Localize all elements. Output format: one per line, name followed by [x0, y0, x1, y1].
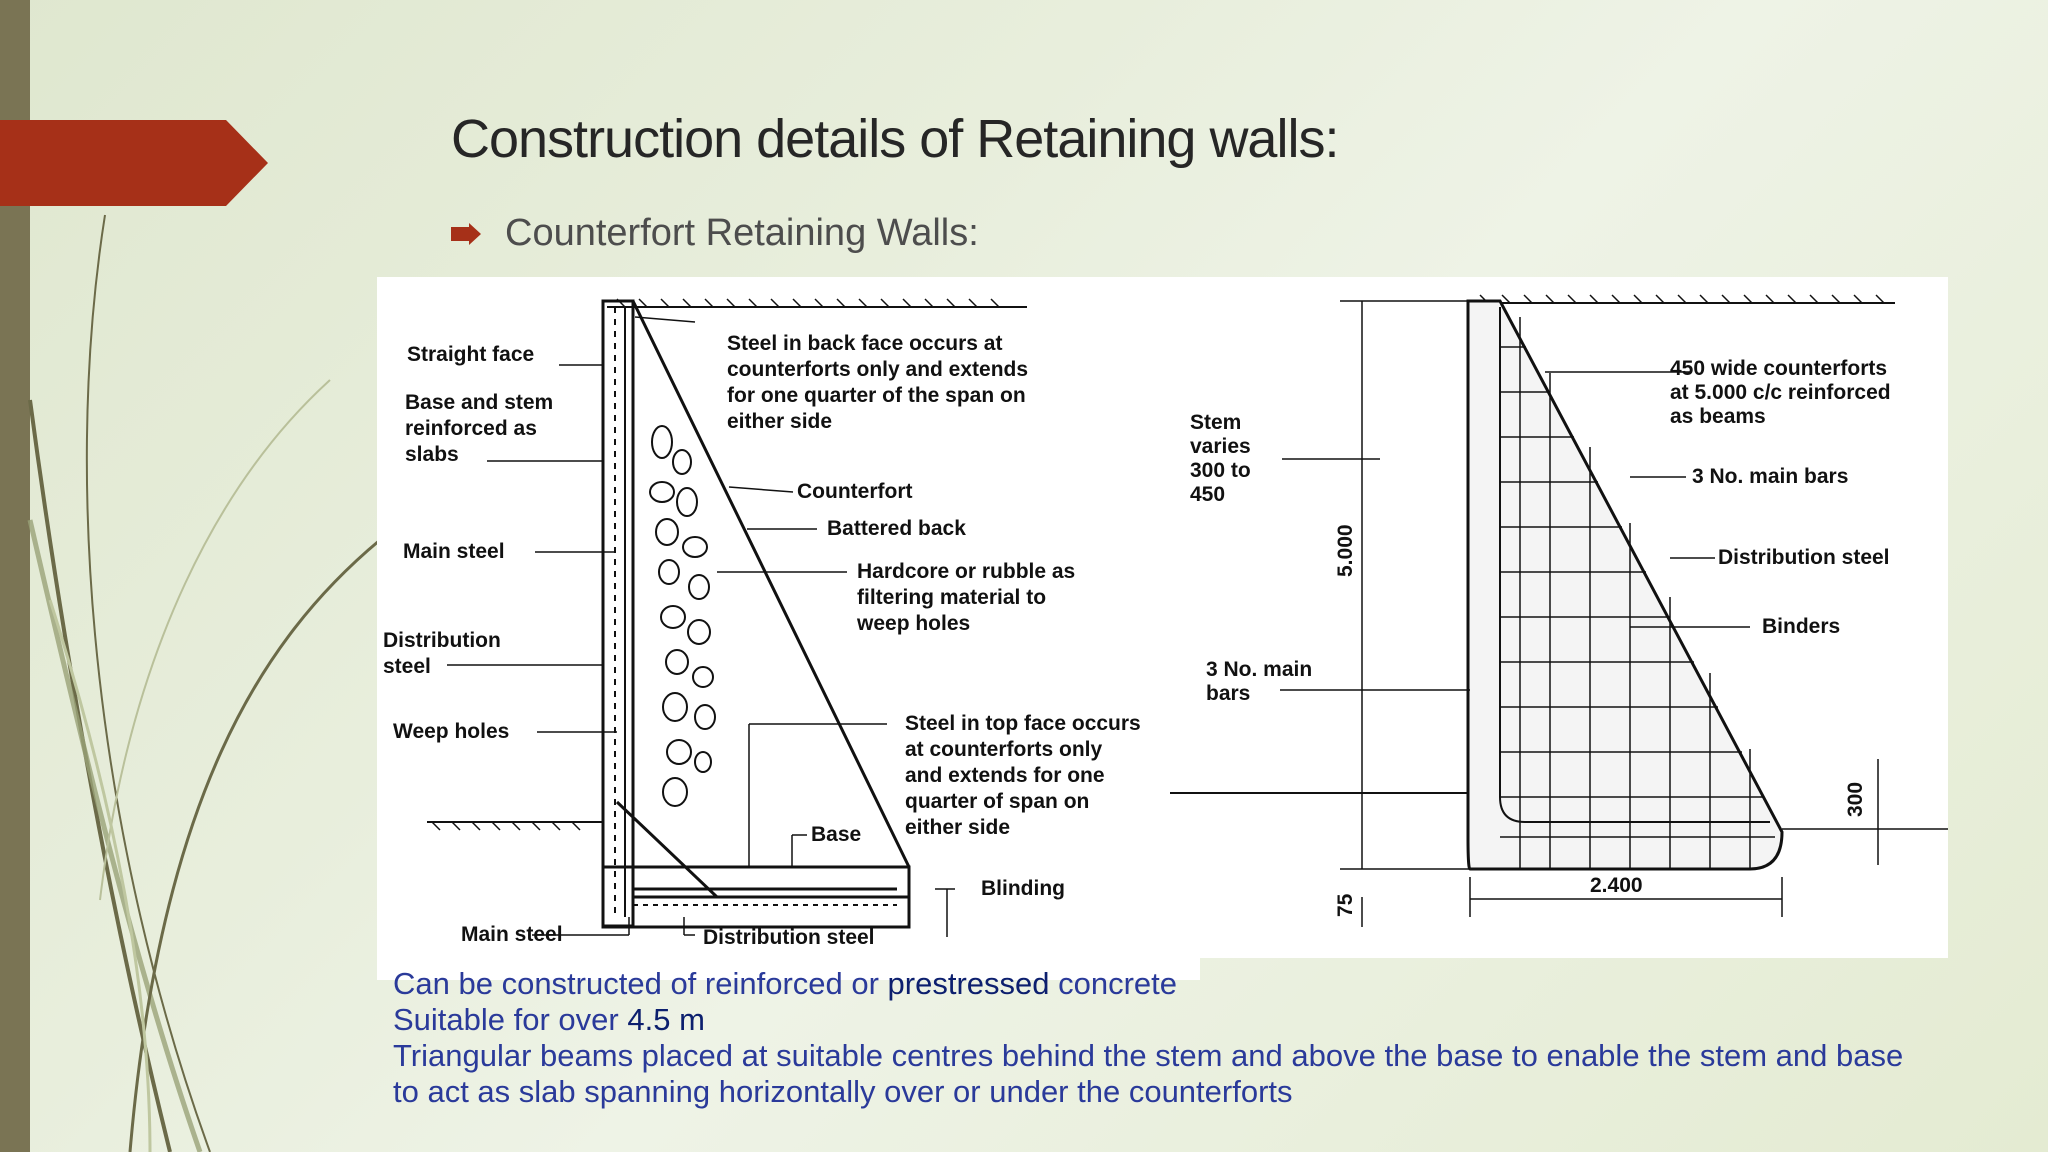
label-distribution-2: steel [383, 655, 431, 678]
label-base: Base [811, 823, 861, 846]
body-text: Can be constructed of reinforced or pres… [393, 966, 2013, 1110]
label-steel-top-4: quarter of span on [905, 790, 1089, 813]
label-main-bars-2: bars [1206, 682, 1250, 705]
label-height: 5.000 [1334, 524, 1357, 577]
label-stem-4: 450 [1190, 483, 1225, 506]
label-steel-top-2: at counterforts only [905, 738, 1103, 761]
label-stem-1: Stem [1190, 411, 1241, 434]
arrow-bullet-icon [451, 222, 481, 245]
label-straight-face: Straight face [407, 343, 534, 366]
label-base-stem-3: slabs [405, 443, 459, 466]
label-steel-back-3: for one quarter of the span on [727, 384, 1026, 407]
body-line-1: Can be constructed of reinforced or pres… [393, 966, 2013, 1002]
label-dim-width: 2.400 [1590, 874, 1643, 897]
label-main-bars-1: 3 No. main [1206, 658, 1312, 681]
label-stem-3: 300 to [1190, 459, 1251, 482]
label-base-stem-1: Base and stem [405, 391, 553, 414]
body-line-1-highlight: prestressed [887, 966, 1050, 1001]
title-arrow-tab [0, 120, 268, 206]
label-steel-top-5: either side [905, 816, 1010, 839]
label-stem-2: varies [1190, 435, 1251, 458]
label-steel-top-1: Steel in top face occurs [905, 712, 1141, 735]
body-line-1-part-c: concrete [1049, 966, 1178, 1001]
body-line-3: Triangular beams placed at suitable cent… [393, 1038, 1904, 1073]
label-dim-300: 300 [1844, 782, 1867, 817]
label-distribution-1: Distribution [383, 629, 501, 652]
label-counterforts-3: as beams [1670, 405, 1766, 428]
section-drawing: Straight face Base and stem reinforced a… [383, 298, 1141, 949]
label-counterforts-1: 450 wide counterforts [1670, 357, 1887, 380]
body-line-2-highlight: 4.5 m [627, 1002, 705, 1037]
label-counterforts-2: at 5.000 c/c reinforced [1670, 381, 1891, 404]
body-line-4: to act as slab spanning horizontally ove… [393, 1074, 1293, 1109]
label-distribution-steel-bottom: Distribution steel [703, 926, 875, 949]
slide-title: Construction details of Retaining walls: [451, 109, 1339, 169]
label-counterfort: Counterfort [797, 480, 912, 503]
label-base-stem-2: reinforced as [405, 417, 537, 440]
label-main-steel-bottom: Main steel [461, 923, 563, 946]
label-blinding: Blinding [981, 877, 1065, 900]
bullet-item: Counterfort Retaining Walls: [451, 212, 979, 255]
bullet-text: Counterfort Retaining Walls: [505, 212, 979, 254]
body-line-1-part-a: Can be constructed of reinforced or [393, 966, 888, 1001]
label-main-bars-right: 3 No. main bars [1692, 465, 1848, 488]
label-steel-top-3: and extends for one [905, 764, 1105, 787]
counterfort-section-diagram: Straight face Base and stem reinforced a… [377, 277, 1200, 980]
label-hardcore-1: Hardcore or rubble as [857, 560, 1075, 583]
label-distribution-steel: Distribution steel [1718, 546, 1890, 569]
label-dim-75: 75 [1334, 893, 1357, 917]
label-steel-back-2: counterforts only and extends [727, 358, 1028, 381]
label-weep-holes: Weep holes [393, 720, 509, 743]
label-steel-back-4: either side [727, 410, 832, 433]
label-hardcore-2: filtering material to [857, 586, 1046, 609]
label-hardcore-3: weep holes [856, 612, 970, 635]
decorative-curves [27, 214, 381, 1152]
label-binders: Binders [1762, 615, 1840, 638]
label-battered-back: Battered back [827, 517, 966, 540]
body-line-2: Suitable for over 4.5 m [393, 1002, 2013, 1038]
label-main-steel: Main steel [403, 540, 505, 563]
counterfort-elevation-diagram: Stem varies 300 to 450 5.000 3 No. main … [1170, 277, 1948, 958]
label-steel-back-1: Steel in back face occurs at [727, 332, 1002, 355]
body-line-2-part-a: Suitable for over [393, 1002, 628, 1037]
elevation-drawing: Stem varies 300 to 450 5.000 3 No. main … [1170, 294, 1948, 927]
